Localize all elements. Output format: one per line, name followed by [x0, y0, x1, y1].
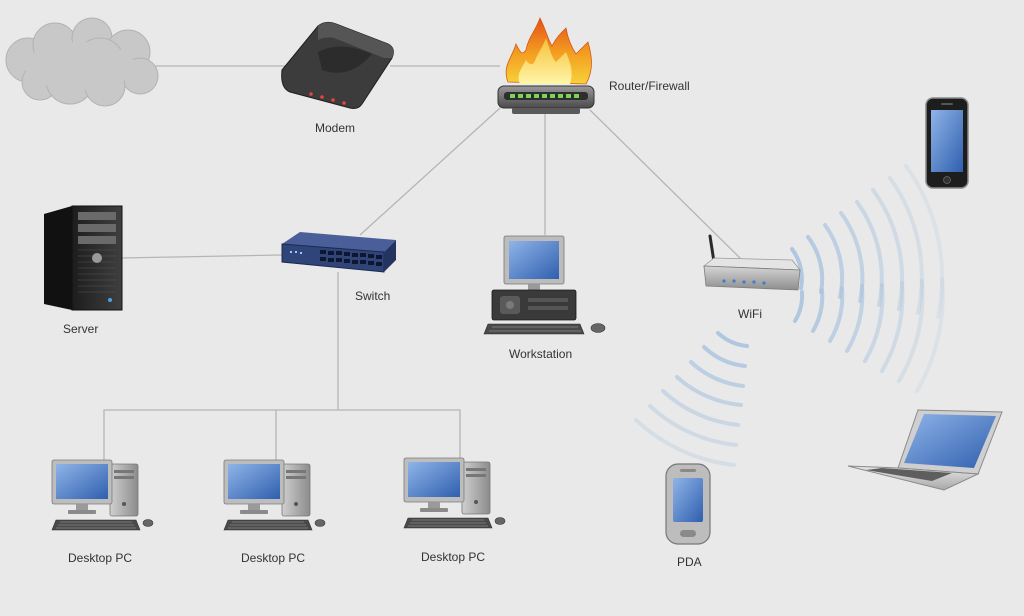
desktop-pc-icon-2 [223, 459, 326, 531]
wifi-label: WiFi [738, 307, 762, 321]
smartphone-icon [925, 97, 969, 189]
wifi-waves-down-left [634, 331, 749, 467]
link-switch-server [119, 254, 283, 259]
wifi-router-icon [702, 234, 801, 291]
cloud-icon [5, 17, 159, 107]
network-switch-icon [281, 232, 396, 273]
server-label: Server [63, 322, 99, 336]
switch-label: Switch [355, 289, 391, 303]
wifi-waves-down-right [793, 277, 945, 393]
link-router-wifi [589, 109, 741, 259]
server-tower-icon [44, 205, 123, 311]
modem-label: Modem [315, 121, 356, 135]
laptop-icon [847, 409, 1003, 491]
workstation-label: Workstation [509, 347, 573, 361]
desktop-pc-icon-3 [403, 457, 506, 529]
desktop-pc-label-3: Desktop PC [421, 550, 486, 564]
desktop-pc-label-1: Desktop PC [68, 551, 133, 565]
wireless-signal-waves [634, 164, 945, 467]
firewall-router-icon [497, 16, 595, 114]
wifi-waves-up-right [790, 164, 945, 319]
modem-icon [281, 21, 394, 109]
router-firewall-label: Router/Firewall [609, 79, 690, 93]
workstation-icon [483, 235, 606, 335]
network-links [103, 65, 741, 460]
link-desktop-bus [103, 409, 461, 460]
link-router-switch [359, 107, 501, 236]
desktop-pc-label-2: Desktop PC [241, 551, 306, 565]
pda-icon [665, 463, 711, 545]
pda-label: PDA [677, 555, 702, 569]
desktop-pc-icon-1 [51, 459, 154, 531]
